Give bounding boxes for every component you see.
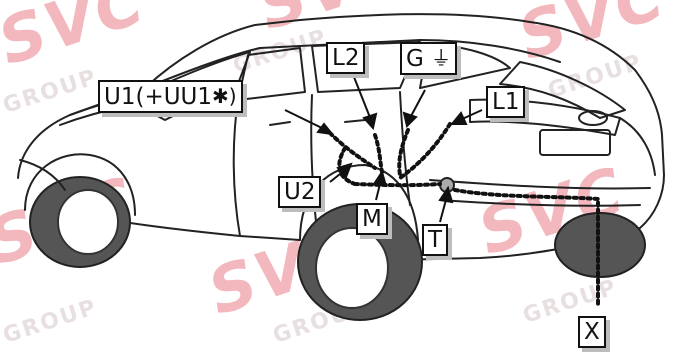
wire-l1 (398, 122, 452, 180)
leader-l2 (351, 71, 372, 121)
leader-g (409, 89, 426, 119)
car-front-wheel-arch (24, 153, 136, 216)
car-door-handle-rear (344, 119, 366, 123)
car-emblem (578, 110, 608, 126)
label-t: T (422, 224, 449, 256)
leader-u1 (284, 109, 327, 131)
car-door-handle-front (269, 121, 291, 126)
ground-icon: ⏚ (431, 46, 452, 70)
wire-main-harness (353, 182, 442, 188)
car-rear-edge (619, 117, 656, 176)
car-door-line (399, 91, 411, 206)
car-front-door (232, 99, 241, 237)
car-rear-window (499, 61, 626, 119)
car-side-window-front (237, 47, 306, 101)
car-body-outline (17, 13, 665, 263)
car-side-window-rear (311, 41, 421, 93)
label-m: M (356, 203, 388, 235)
wire-l2 (373, 133, 384, 174)
label-u1-text: U1(+UU1 (104, 84, 213, 110)
label-u2: U2 (278, 176, 322, 208)
car-license-plate (539, 129, 611, 156)
car-bumper (429, 179, 651, 207)
label-x: X (578, 316, 606, 348)
label-g: G ⏚ (400, 42, 458, 75)
wire-u1 (328, 131, 377, 170)
wire-g (397, 128, 410, 177)
wire-x (453, 188, 600, 307)
label-u1: U1(+UU1✱) (98, 80, 243, 113)
label-g-text: G (406, 46, 424, 72)
car-rear-door (310, 94, 319, 241)
label-l2: L2 (326, 42, 366, 74)
asterisk-icon: ✱) (212, 84, 237, 108)
label-l1: L1 (486, 86, 526, 118)
car-front-bumper (19, 159, 66, 191)
